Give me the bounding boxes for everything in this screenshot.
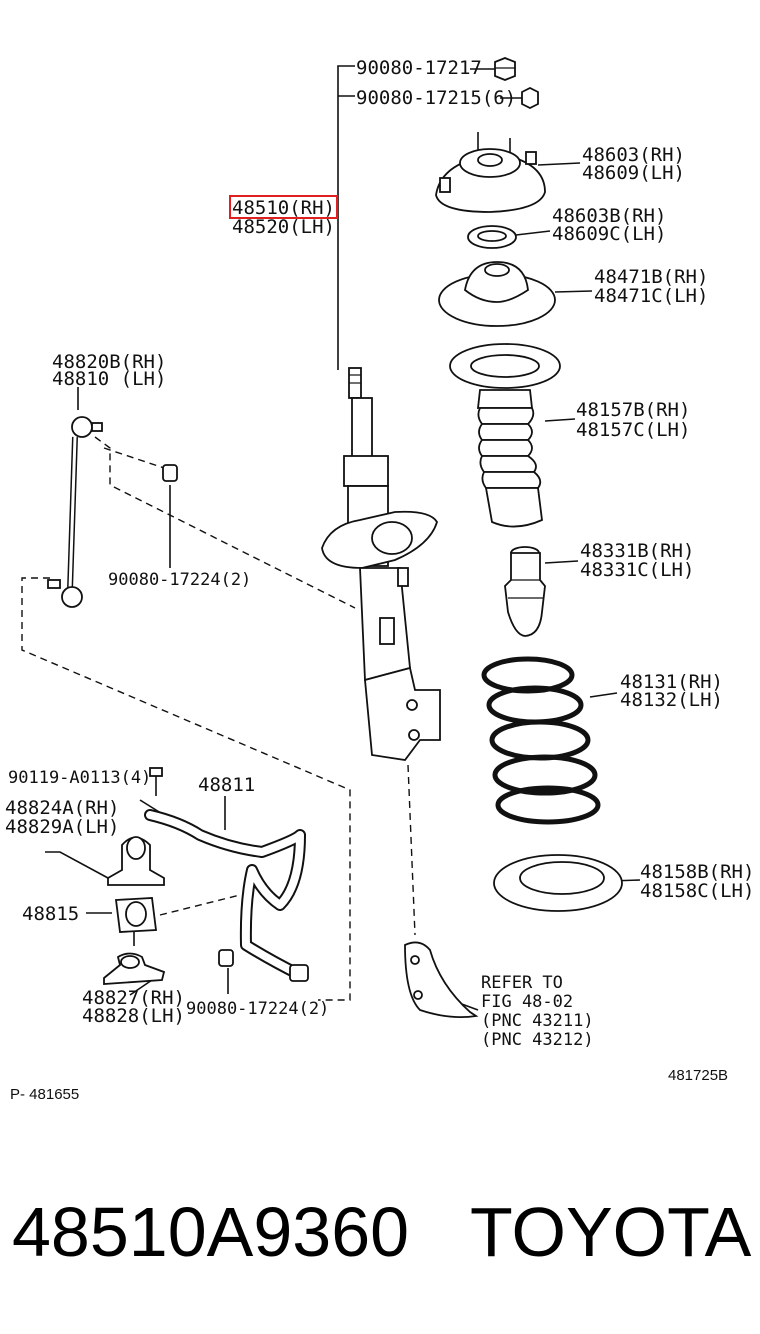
label-bracket-a-lh: 48829A(LH) <box>5 816 119 838</box>
label-bushing: 48815 <box>22 903 79 925</box>
refer-line-1: REFER TO <box>481 973 563 993</box>
label-link-nut: 90080-17224(2) <box>108 570 251 590</box>
label-bearing-lh: 48609C(LH) <box>552 223 666 245</box>
label-boot-rh: 48157B(RH) <box>576 399 690 421</box>
refer-line-2: FIG 48-02 <box>481 992 573 1012</box>
assembly-dashed-lines <box>21 436 416 1001</box>
label-nut-2: 90080-17215(6) <box>356 87 516 109</box>
label-bumper-rh: 48331B(RH) <box>580 540 694 562</box>
bar-nut-icon <box>218 949 234 967</box>
part-number-title: 48510A9360 <box>12 1193 409 1271</box>
label-boot-lh: 48157C(LH) <box>576 419 690 441</box>
dust-boot-icon <box>449 343 561 528</box>
label-lower-seat-rh: 48158B(RH) <box>640 861 754 883</box>
page-code: P- 481655 <box>10 1086 79 1103</box>
lock-nut-icon <box>521 86 539 110</box>
spring-seat-icon <box>438 261 556 327</box>
refer-line-3: (PNC 43211) <box>481 1011 594 1031</box>
figure-code: 481725B <box>668 1067 728 1084</box>
stabilizer-bushing-icon <box>114 897 158 946</box>
label-spring-lh: 48132(LH) <box>620 689 723 711</box>
brand-title: TOYOTA <box>470 1193 752 1271</box>
steering-knuckle-icon <box>404 941 479 1019</box>
link-nut-icon <box>162 464 178 482</box>
label-bracket-a-rh: 48824A(RH) <box>5 797 119 819</box>
label-bar-nut: 90080-17224(2) <box>186 999 329 1019</box>
label-strut-lh: 48520(LH) <box>232 216 335 238</box>
lower-spring-seat-icon <box>493 854 623 912</box>
label-link-rh: 48820B(RH) <box>52 351 166 373</box>
shock-absorber-strut-icon <box>321 367 441 761</box>
label-bracket-b-rh: 48827(RH) <box>82 987 185 1009</box>
label-bolt: 90119-A0113(4) <box>8 768 151 788</box>
label-strut-rh: 48510(RH) <box>232 197 335 219</box>
label-seat-lh: 48471C(LH) <box>594 285 708 307</box>
stabilizer-bracket-a-icon <box>107 836 165 886</box>
label-bumper-lh: 48331C(LH) <box>580 559 694 581</box>
label-mount-rh: 48603(RH) <box>582 144 685 166</box>
label-spring-rh: 48131(RH) <box>620 671 723 693</box>
highlight-box <box>229 195 338 219</box>
label-seat-rh: 48471B(RH) <box>594 266 708 288</box>
label-bearing-rh: 48603B(RH) <box>552 205 666 227</box>
stabilizer-link-icon <box>47 416 103 608</box>
label-nut-1: 90080-17217 <box>356 57 482 79</box>
label-mount-lh: 48609(LH) <box>582 162 685 184</box>
refer-line-4: (PNC 43212) <box>481 1030 594 1050</box>
label-bracket-b-lh: 48828(LH) <box>82 1005 185 1027</box>
bolt-icon <box>149 767 163 796</box>
bump-stopper-icon <box>504 546 546 637</box>
strut-mount-icon <box>435 132 546 213</box>
label-lower-seat-lh: 48158C(LH) <box>640 880 754 902</box>
stabilizer-bracket-b-icon <box>103 952 166 985</box>
coil-spring-icon <box>481 656 601 825</box>
label-link-lh: 48810 (LH) <box>52 368 166 390</box>
flange-nut-icon <box>494 57 516 81</box>
bearing-ring-icon <box>467 225 517 249</box>
label-stabilizer-bar: 48811 <box>198 774 255 796</box>
stabilizer-bar-icon <box>144 809 309 982</box>
